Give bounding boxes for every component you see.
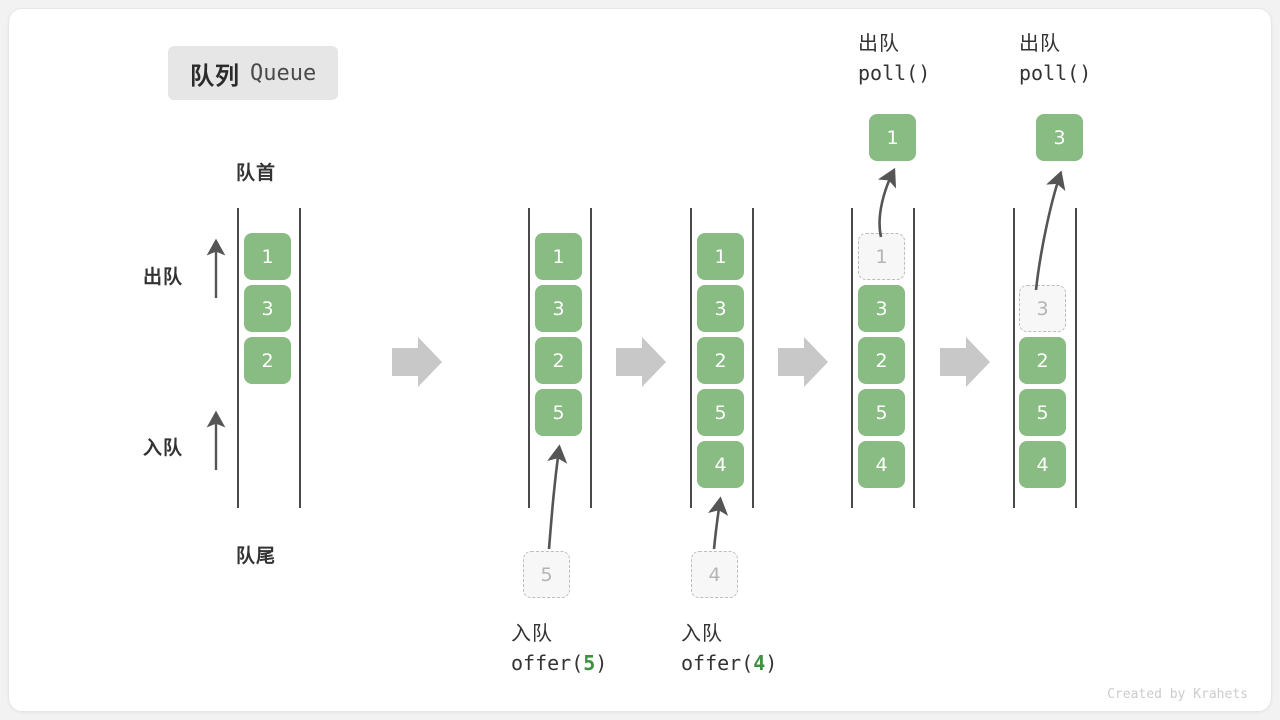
- queue-cell: 3: [535, 285, 582, 332]
- queue-cell-new: 4: [697, 441, 744, 488]
- code-suffix: ): [765, 651, 778, 675]
- enqueue-side-label: 入队: [143, 438, 184, 459]
- queue-cell: 3: [697, 285, 744, 332]
- dequeue-side-label: 出队: [143, 267, 184, 288]
- queue-cell-new: 5: [535, 389, 582, 436]
- queue-cell: 5: [1019, 389, 1066, 436]
- queue-cell: 1: [535, 233, 582, 280]
- removed-cell-ghost: 3: [1019, 285, 1066, 332]
- code-prefix: offer(: [681, 651, 754, 675]
- operation-caption-cn: 入队: [681, 623, 723, 645]
- title-badge: 队列 Queue: [168, 46, 339, 100]
- operation-caption-offer-4: 入队 offer(4): [681, 620, 777, 678]
- popped-cell: 3: [1036, 114, 1083, 161]
- pending-cell-ghost: 4: [691, 551, 738, 598]
- queue-cell: 5: [697, 389, 744, 436]
- queue-cell: 2: [535, 337, 582, 384]
- queue-tail-label: 队尾: [236, 546, 277, 567]
- queue-cell: 1: [697, 233, 744, 280]
- diagram-card: [8, 8, 1272, 712]
- queue-cell: 2: [244, 337, 291, 384]
- rail-left: [690, 208, 692, 508]
- removed-cell-ghost: 1: [858, 233, 905, 280]
- operation-caption-cn: 入队: [511, 623, 553, 645]
- rail-right: [752, 208, 754, 508]
- queue-cell: 2: [1019, 337, 1066, 384]
- queue-cell: 1: [244, 233, 291, 280]
- operation-label-code: poll(): [1019, 61, 1092, 85]
- queue-cell: 2: [858, 337, 905, 384]
- rail-right: [1075, 208, 1077, 508]
- operation-caption-code: offer(4): [681, 649, 777, 678]
- queue-cell: 4: [858, 441, 905, 488]
- queue-head-label: 队首: [236, 163, 277, 184]
- queue-cell: 3: [244, 285, 291, 332]
- queue-cell: 4: [1019, 441, 1066, 488]
- rail-left: [851, 208, 853, 508]
- rail-left: [1013, 208, 1015, 508]
- code-prefix: offer(: [511, 651, 584, 675]
- code-arg: 4: [753, 651, 766, 675]
- pending-cell-ghost: 5: [523, 551, 570, 598]
- rail-left: [528, 208, 530, 508]
- queue-cell: 3: [858, 285, 905, 332]
- queue-cell: 5: [858, 389, 905, 436]
- operation-label-cn: 出队: [858, 33, 900, 55]
- operation-label-poll-3: 出队 poll(): [1019, 30, 1091, 88]
- rail-right: [590, 208, 592, 508]
- operation-label-code: poll(): [858, 61, 931, 85]
- rail-left: [237, 208, 239, 508]
- rail-right: [913, 208, 915, 508]
- operation-label-cn: 出队: [1019, 33, 1061, 55]
- operation-label-poll-1: 出队 poll(): [858, 30, 930, 88]
- operation-caption-code: offer(5): [511, 649, 607, 678]
- title-en: Queue: [250, 60, 317, 86]
- operation-caption-offer-5: 入队 offer(5): [511, 620, 607, 678]
- popped-cell: 1: [869, 114, 916, 161]
- rail-right: [299, 208, 301, 508]
- code-arg: 5: [583, 651, 596, 675]
- title-cn: 队列: [190, 62, 240, 90]
- code-suffix: ): [595, 651, 608, 675]
- queue-cell: 2: [697, 337, 744, 384]
- credit-text: Created by Krahets: [1107, 687, 1248, 702]
